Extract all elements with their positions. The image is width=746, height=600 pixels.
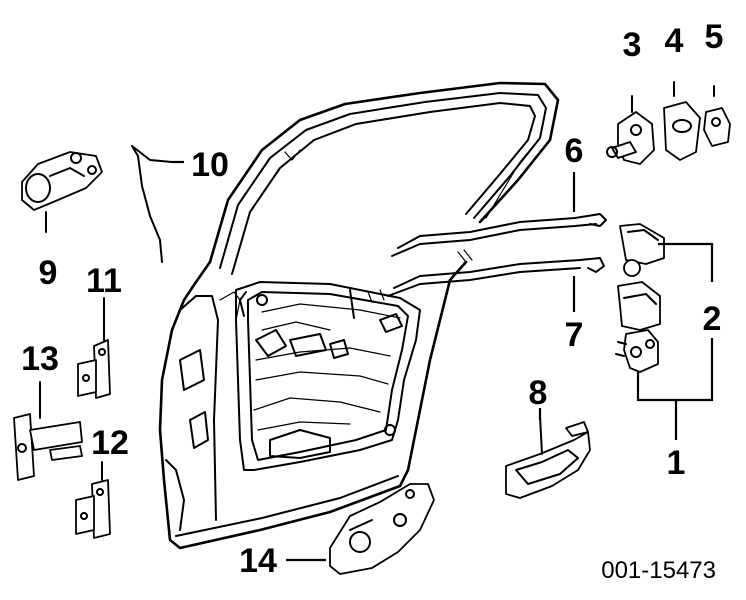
door-shell xyxy=(158,81,560,550)
actuator-rod xyxy=(131,145,173,263)
outside-handle xyxy=(21,151,103,233)
callout-10: 10 xyxy=(191,146,229,184)
striker-shim xyxy=(703,85,731,147)
upper-hinge xyxy=(77,297,111,399)
callout-6: 6 xyxy=(565,132,584,170)
callout-12: 12 xyxy=(91,424,129,462)
callout-3: 3 xyxy=(623,26,642,64)
callout-8: 8 xyxy=(529,374,548,412)
callout-2: 2 xyxy=(703,300,722,338)
callout-4: 4 xyxy=(665,22,684,60)
callout-1: 1 xyxy=(667,444,686,482)
callout-14: 14 xyxy=(239,542,277,580)
striker-bolt xyxy=(606,95,655,165)
callout-7: 7 xyxy=(565,316,584,354)
reference-code: 001-15473 xyxy=(601,557,716,584)
lock-module xyxy=(329,483,435,575)
callout-13: 13 xyxy=(21,340,59,378)
striker-plate xyxy=(663,81,701,161)
inside-handle xyxy=(505,415,591,499)
door-check xyxy=(13,381,83,481)
lower-hinge xyxy=(75,461,111,539)
door-latch xyxy=(615,223,665,373)
lock-rods xyxy=(387,213,607,297)
callout-5: 5 xyxy=(705,18,724,56)
callout-11: 11 xyxy=(86,262,122,300)
callout-9: 9 xyxy=(39,254,58,292)
